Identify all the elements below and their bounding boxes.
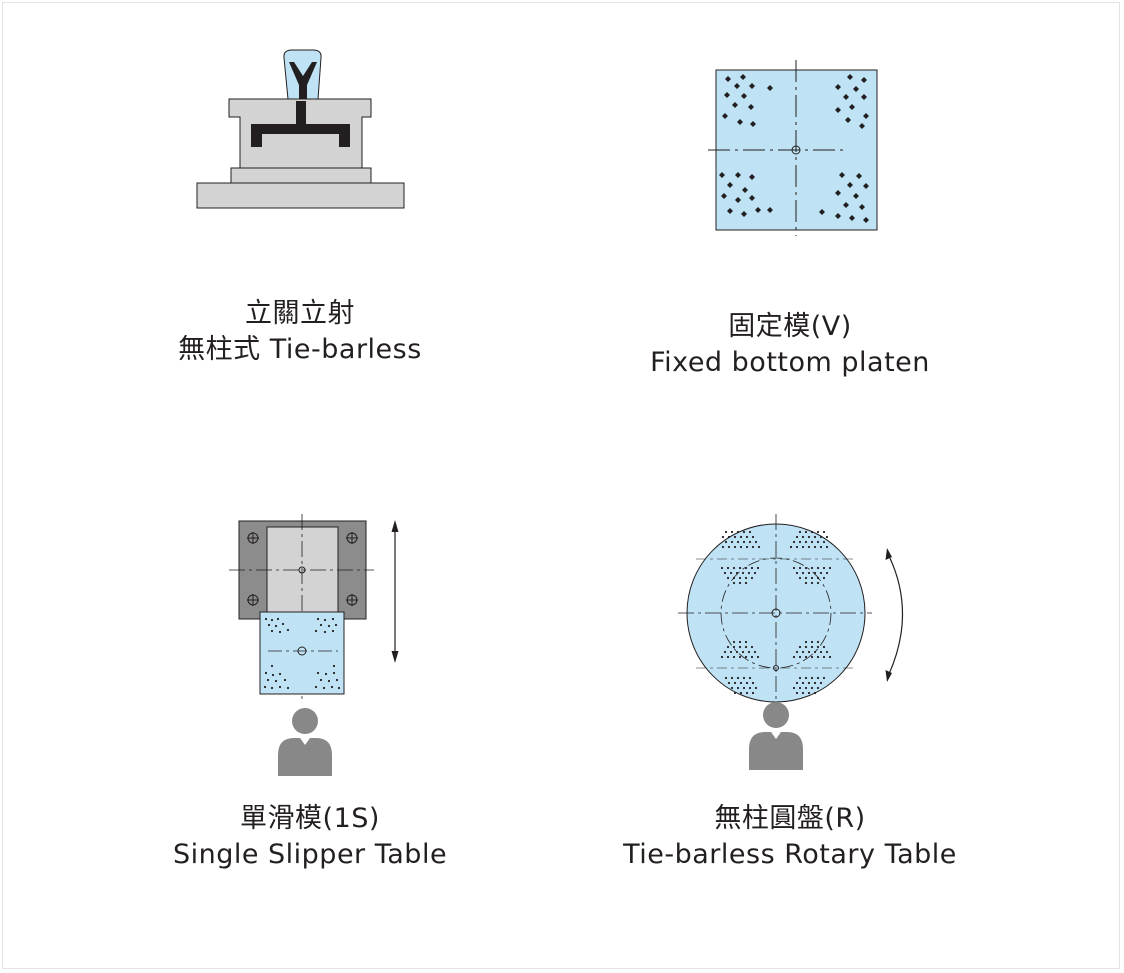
caption-single-slipper: 單滑模(1S) Single Slipper Table bbox=[140, 801, 480, 873]
caption-en: Tie-barless Rotary Table bbox=[623, 839, 957, 870]
caption-en: Fixed bottom platen bbox=[650, 347, 930, 378]
lower-block bbox=[230, 167, 372, 184]
caption-zh: 無柱圓盤(R) bbox=[714, 803, 866, 834]
fixed-platen-illustration bbox=[708, 60, 878, 236]
caption-zh: 單滑模(1S) bbox=[240, 803, 380, 834]
caption-zh: 固定模(V) bbox=[728, 311, 852, 342]
operator-icon bbox=[278, 708, 332, 776]
slide-arrow-icon bbox=[391, 520, 399, 663]
caption-fixed-platen: 固定模(V) Fixed bottom platen bbox=[620, 309, 960, 381]
caption-zh: 立關立射 bbox=[245, 298, 355, 329]
tie-barless-machine-illustration bbox=[196, 49, 405, 209]
rotary-table-illustration bbox=[678, 514, 904, 770]
caption-en: Single Slipper Table bbox=[172, 839, 448, 870]
caption-en: 無柱式 Tie-barless bbox=[178, 334, 422, 365]
slipper-table bbox=[259, 611, 345, 695]
nozzle-v bbox=[289, 62, 317, 99]
center-hole bbox=[791, 145, 801, 155]
base-plate bbox=[196, 182, 405, 209]
operator-icon bbox=[749, 702, 803, 770]
tie-bar-hole-icon bbox=[247, 532, 358, 606]
mould-cavity bbox=[251, 101, 350, 147]
rotation-arrow-icon bbox=[885, 548, 904, 682]
single-slipper-illustration bbox=[229, 514, 399, 776]
caption-rotary-table: 無柱圓盤(R) Tie-barless Rotary Table bbox=[595, 801, 985, 873]
caption-tie-barless: 立關立射 無柱式 Tie-barless bbox=[140, 296, 460, 368]
